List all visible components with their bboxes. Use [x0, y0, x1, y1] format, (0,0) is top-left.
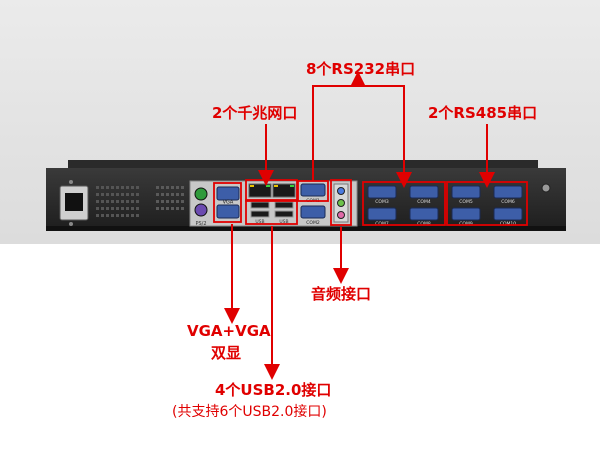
com3-port — [367, 185, 397, 199]
vga-ports: VGA — [216, 186, 240, 219]
power-screw-top — [69, 180, 73, 184]
vga-callout-label-line2: 双显 — [211, 344, 242, 362]
ps2-keyboard-port — [194, 203, 208, 217]
lan-callout-label: 2个千兆网口 — [212, 104, 298, 122]
vent-grille-left — [96, 186, 139, 217]
com1-port — [300, 183, 326, 197]
power-screw-bottom — [69, 222, 73, 226]
com7-label: COM7 — [375, 221, 389, 227]
usb-callout-label: 4个USB2.0接口 — [215, 381, 332, 399]
com9-label: COM9 — [459, 221, 473, 227]
com4-port — [409, 185, 439, 199]
ps2-mouse-port — [194, 187, 208, 201]
ground-screw — [541, 183, 551, 193]
com10-label: COM10 — [500, 221, 516, 227]
audio-mic-jack — [337, 211, 345, 219]
usb-callout-note: (共支持6个USB2.0接口) — [172, 404, 327, 420]
com2-port — [300, 205, 326, 219]
com4-label: COM4 — [417, 199, 431, 205]
chassis-bottom-edge — [46, 226, 566, 231]
audio-jacks — [333, 183, 349, 223]
usb-right-label: USB — [279, 219, 288, 225]
com10-port — [493, 207, 523, 221]
com6-label: COM6 — [501, 199, 515, 205]
lan-usb-stack-right: USB — [272, 183, 296, 225]
vga-label: VGA — [223, 200, 234, 206]
com7-port — [367, 207, 397, 221]
lan-led-2b — [290, 185, 294, 187]
com6-port — [493, 185, 523, 199]
audio-line-out-jack — [337, 199, 345, 207]
rs232-callout-label: 8个RS232串口 — [306, 60, 416, 78]
vga-port-2 — [216, 204, 240, 219]
vga-highlight-box — [213, 182, 242, 223]
photo-background-bottom — [0, 244, 600, 450]
usb-port-4 — [274, 210, 294, 218]
chassis-top-lip — [68, 160, 538, 170]
usb-highlight-box — [245, 199, 298, 225]
vga-callout-label-line1: VGA+VGA — [187, 322, 271, 340]
lan-led-1b — [266, 185, 270, 187]
usb-port-1 — [250, 201, 270, 209]
com8-label: COM8 — [417, 221, 431, 227]
lan-port-2 — [272, 183, 296, 198]
power-inlet-socket — [65, 193, 83, 211]
usb-port-2 — [250, 210, 270, 218]
vent-grille-io — [156, 186, 184, 210]
ps2-label: PS/2 — [195, 221, 206, 227]
com2-label: COM2 — [306, 220, 320, 226]
ps2-ports: PS/2 — [194, 187, 208, 227]
com5-port — [451, 185, 481, 199]
audio-line-in-jack — [337, 187, 345, 195]
usb-port-3 — [274, 201, 294, 209]
com3-label: COM3 — [375, 199, 389, 205]
power-inlet — [59, 180, 89, 226]
lan-led-1a — [250, 185, 254, 187]
audio-highlight-box — [330, 179, 352, 226]
rs485-callout-label: 2个RS485串口 — [428, 104, 538, 122]
com5-label: COM5 — [459, 199, 473, 205]
lan-led-2a — [274, 185, 278, 187]
com9-port — [451, 207, 481, 221]
audio-callout-label: 音频接口 — [311, 285, 372, 303]
callout-connectors — [224, 71, 495, 380]
com-port-bank: COM3 COM4 COM5 COM6 COM7 COM8 COM9 COM10 — [367, 185, 523, 227]
usb-left-label: USB — [255, 219, 264, 225]
com8-port — [409, 207, 439, 221]
vga-port-1 — [216, 186, 240, 201]
